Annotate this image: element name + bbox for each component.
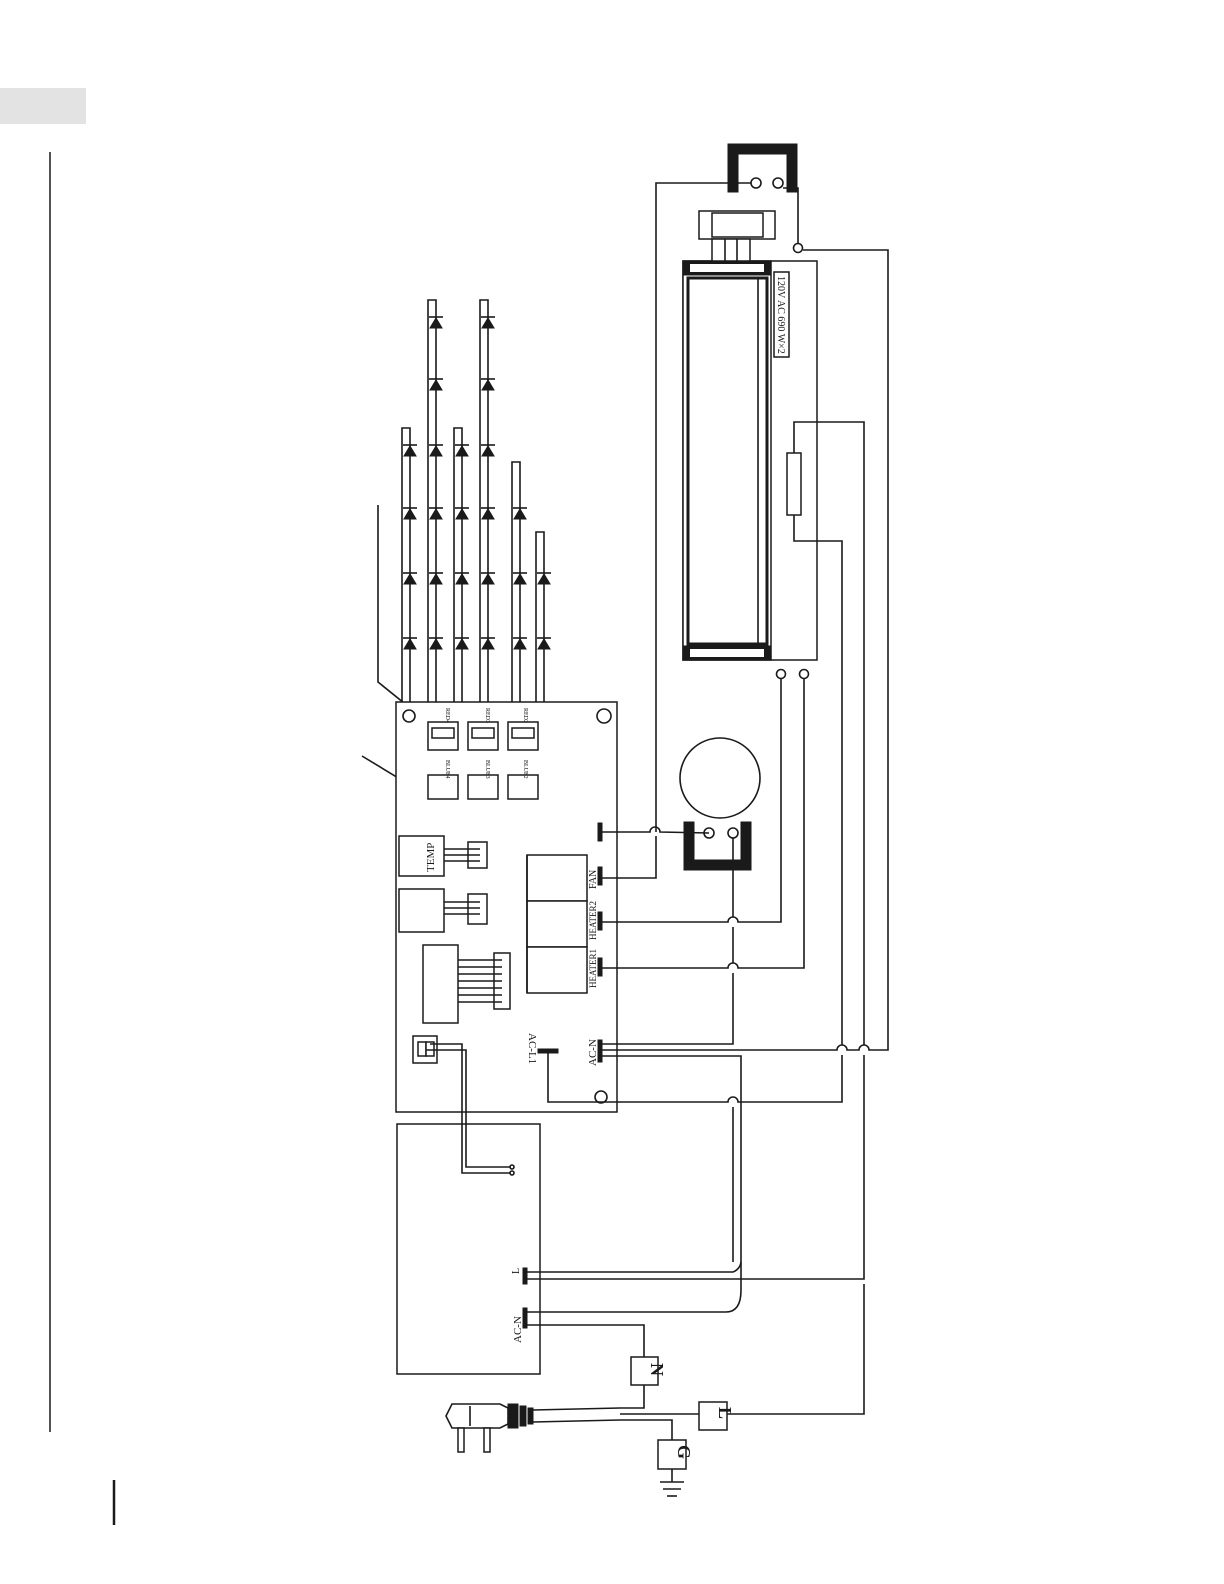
fan-motor bbox=[699, 211, 775, 261]
heater-terminal-2 bbox=[800, 670, 809, 679]
terminal-top bbox=[598, 823, 602, 841]
leader-line bbox=[378, 505, 430, 724]
diode-icon bbox=[403, 445, 417, 456]
diode-icon bbox=[403, 638, 417, 649]
diode-icon bbox=[537, 638, 551, 649]
diode-icon bbox=[481, 379, 495, 390]
con-red2-label: RED2 bbox=[522, 708, 528, 723]
ac-l1-label: AC-L1 bbox=[526, 1033, 538, 1064]
terminal-g: G bbox=[658, 1440, 694, 1469]
round-sensor bbox=[680, 738, 760, 818]
diode-icon bbox=[429, 445, 443, 456]
fan-label: FAN bbox=[588, 870, 599, 889]
heater2-label: HEATER2 bbox=[588, 901, 598, 940]
diode-icon bbox=[513, 573, 527, 584]
con-blue4-label: BLUE4 bbox=[444, 760, 450, 779]
psu-l-label: L bbox=[511, 1268, 522, 1274]
terminal-l-label: L bbox=[715, 1407, 735, 1419]
diode-icon bbox=[481, 445, 495, 456]
relay-block bbox=[527, 855, 587, 993]
terminal-ac-n: AC-N bbox=[587, 1039, 602, 1066]
diode-icon bbox=[429, 638, 443, 649]
diode-icon bbox=[429, 573, 443, 584]
led-string-3 bbox=[454, 428, 462, 705]
thermal-switch-lower bbox=[684, 822, 751, 870]
con-red4-label: RED4 bbox=[444, 708, 450, 723]
ac-n-board-label: AC-N bbox=[587, 1039, 599, 1066]
ground-icon bbox=[660, 1469, 684, 1496]
power-plug-icon bbox=[446, 1404, 620, 1452]
temp-label: TEMP bbox=[425, 843, 437, 872]
terminal-n-label: N bbox=[647, 1363, 667, 1376]
diode-icon bbox=[481, 638, 495, 649]
diode-icon bbox=[513, 638, 527, 649]
diode-icon bbox=[429, 317, 443, 328]
terminal-l: L bbox=[699, 1402, 735, 1430]
con-blue3-label: BLUE3 bbox=[484, 760, 490, 779]
thermal-switch-top bbox=[728, 144, 797, 192]
diode-icon bbox=[513, 508, 527, 519]
diode-icon bbox=[481, 573, 495, 584]
diode-icon bbox=[481, 317, 495, 328]
diode-icon bbox=[455, 508, 469, 519]
diode-icon bbox=[403, 573, 417, 584]
heater-rating-label: 120V AC 690 W×2 bbox=[775, 276, 786, 354]
diode-icon bbox=[537, 573, 551, 584]
con-red3-label: RED3 bbox=[484, 708, 490, 723]
power-supply: L AC-N bbox=[397, 1124, 540, 1374]
ac-n-psu-label: AC-N bbox=[512, 1316, 524, 1343]
diode-icon bbox=[403, 508, 417, 519]
con-blue2-label: BLUE2 bbox=[522, 760, 528, 779]
terminal-g-label: G bbox=[674, 1445, 694, 1459]
diode-icon bbox=[429, 379, 443, 390]
diode-icon bbox=[455, 638, 469, 649]
terminal-n: N bbox=[631, 1357, 667, 1385]
diode-icon bbox=[455, 445, 469, 456]
fan-terminal bbox=[794, 244, 803, 253]
led-string-1 bbox=[402, 428, 410, 705]
header-tab bbox=[0, 88, 86, 124]
diode-icon bbox=[455, 573, 469, 584]
heater1-label: HEATER1 bbox=[588, 949, 598, 988]
heater-terminal-1 bbox=[777, 670, 786, 679]
heater-assembly: 120V AC 690 W×2 bbox=[683, 211, 817, 660]
led-diodes bbox=[403, 317, 551, 649]
diode-icon bbox=[481, 508, 495, 519]
led-string-6 bbox=[536, 532, 544, 705]
diode-icon bbox=[429, 508, 443, 519]
